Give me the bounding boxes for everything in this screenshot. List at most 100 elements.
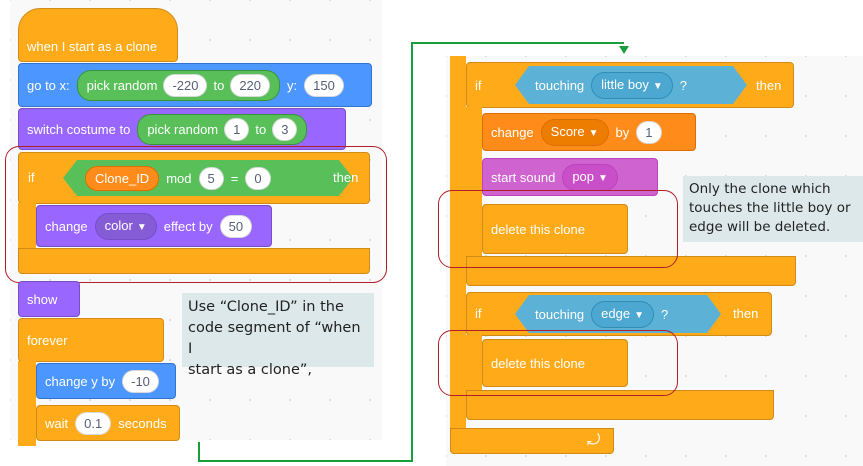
change-y-input[interactable]: -10	[122, 369, 159, 393]
touching-edge-predicate[interactable]: touching edge▼ ?	[515, 295, 721, 333]
change-effect-label: change	[45, 218, 88, 234]
connector-top	[411, 42, 624, 44]
wait-label: wait	[45, 415, 69, 431]
delete-clone-block-1[interactable]: delete this clone	[482, 204, 628, 254]
delete-clone-label-1: delete this clone	[491, 221, 585, 237]
note-right-line-1: Only the clone which	[689, 181, 831, 197]
if-mod-block-arm	[18, 203, 36, 249]
connector-bottom	[198, 460, 413, 462]
touching-edge-dropdown[interactable]: edge▼	[591, 301, 654, 328]
effect-value-input[interactable]: 50	[219, 214, 253, 238]
then-label-r2: then	[733, 306, 759, 321]
if-touching-edge-arm	[466, 335, 482, 391]
connector-vertical-left	[198, 442, 200, 462]
highlight-if-block	[5, 146, 387, 283]
change-y-label: change y by	[45, 373, 116, 389]
pick-random-reporter[interactable]: pick random -220 to 220	[76, 69, 281, 101]
if-label-r1: if	[475, 78, 482, 93]
switch-costume-block[interactable]: switch costume to pick random 1 to 3	[18, 108, 346, 150]
touching-target-value: little boy	[601, 76, 649, 92]
if-mod-block-bottom	[18, 248, 370, 274]
forever-wrapper-arm	[450, 56, 466, 452]
when-clone-hat-block[interactable]: when I start as a clone	[18, 8, 178, 62]
y-input[interactable]: 150	[304, 73, 344, 97]
delete-clone-label-2: delete this clone	[491, 355, 585, 371]
highlight-delete-1	[438, 190, 678, 268]
connector-arrowhead	[619, 46, 629, 54]
pick-random-label: pick random	[86, 77, 158, 93]
start-sound-block[interactable]: start sound pop▼	[482, 158, 658, 196]
touching-label-r2: touching	[535, 306, 585, 322]
chevron-down-icon: ▼	[634, 309, 644, 321]
goto-label: go to x:	[27, 77, 70, 93]
wait-block[interactable]: wait 0.1 seconds	[36, 405, 180, 441]
forever-block-top[interactable]: forever	[18, 318, 164, 362]
chevron-down-icon: ▼	[136, 221, 147, 233]
score-by-label: by	[615, 124, 630, 140]
costume-max-input[interactable]: 3	[272, 117, 298, 141]
random-min-input[interactable]: -220	[163, 73, 208, 97]
start-sound-label: start sound	[491, 169, 556, 185]
note-line-2: code segment of “when I	[188, 320, 361, 357]
to-label: to	[213, 77, 225, 93]
question-label-r2: ?	[660, 306, 669, 322]
y-label: y:	[287, 77, 298, 93]
touching-edge-value: edge	[601, 305, 631, 321]
wait-input[interactable]: 0.1	[75, 411, 112, 435]
if-touching-boy-bottom	[466, 256, 796, 286]
score-value: Score	[550, 123, 585, 139]
forever-block-arm	[18, 361, 36, 446]
costume-min-input[interactable]: 1	[224, 117, 250, 141]
compare-value-input[interactable]: 0	[245, 167, 270, 190]
change-score-block[interactable]: change Score▼ by 1	[482, 113, 696, 151]
score-value-input[interactable]: 1	[636, 120, 662, 144]
change-effect-block[interactable]: change color▼ effect by 50	[36, 205, 272, 247]
highlight-delete-2	[438, 330, 678, 396]
forever-wrapper-bottom	[450, 428, 614, 454]
connector-vertical-mid	[411, 42, 413, 462]
clone-id-variable[interactable]: Clone_ID	[85, 166, 159, 191]
if-touching-boy-arm	[466, 107, 482, 257]
question-label-r1: ?	[679, 77, 687, 93]
chevron-down-icon: ▼	[588, 127, 599, 139]
chevron-down-icon: ▼	[652, 80, 663, 92]
mod-value-input[interactable]: 5	[199, 167, 224, 190]
note-clone-id: Use “Clone_ID” in the code segment of “w…	[182, 293, 374, 378]
hat-label: when I start as a clone	[27, 38, 158, 54]
mod-label: mod	[166, 170, 192, 186]
note-deleted: Only the clone which touches the little …	[683, 176, 863, 242]
costume-label: switch costume to	[27, 121, 131, 137]
sound-dropdown[interactable]: pop▼	[562, 163, 618, 191]
costume-random-reporter[interactable]: pick random 1 to 3	[137, 113, 308, 145]
effect-dropdown[interactable]: color▼	[94, 212, 157, 240]
delete-clone-block-2[interactable]: delete this clone	[482, 339, 628, 387]
random-max-input[interactable]: 220	[230, 73, 271, 97]
score-dropdown[interactable]: Score▼	[540, 118, 609, 146]
show-block[interactable]: show	[18, 281, 80, 317]
note-line-1: Use “Clone_ID” in the	[188, 299, 344, 315]
sound-value: pop	[572, 168, 595, 184]
note-right-line-2: touches the little boy or	[689, 200, 851, 216]
forever-label: forever	[27, 332, 68, 348]
show-label: show	[27, 291, 58, 307]
loop-arrow-icon: ⤾	[587, 430, 601, 449]
if-label-left: if	[28, 170, 35, 185]
then-label-left: then	[333, 170, 359, 185]
chevron-down-icon: ▼	[598, 172, 608, 184]
then-label-r1: then	[756, 78, 782, 93]
effect-by-label: effect by	[163, 218, 213, 234]
if-label-r2: if	[475, 306, 482, 321]
touching-boy-predicate[interactable]: touching little boy▼ ?	[515, 66, 747, 104]
change-score-label: change	[491, 124, 534, 140]
equals-operator[interactable]: Clone_ID mod 5 = 0	[63, 160, 353, 196]
touching-label-r1: touching	[535, 77, 585, 93]
effect-value: color	[104, 217, 133, 233]
touching-target-dropdown[interactable]: little boy▼	[591, 72, 673, 99]
note-line-3: start as a clone”,	[188, 362, 313, 378]
change-y-block[interactable]: change y by -10	[36, 363, 176, 399]
goto-xy-block[interactable]: go to x: pick random -220 to 220 y: 150	[18, 63, 372, 107]
equals-label: =	[230, 170, 239, 186]
costume-to-label: to	[255, 121, 267, 137]
wait-unit-label: seconds	[118, 415, 167, 431]
note-right-line-3: edge will be deleted.	[689, 219, 831, 235]
